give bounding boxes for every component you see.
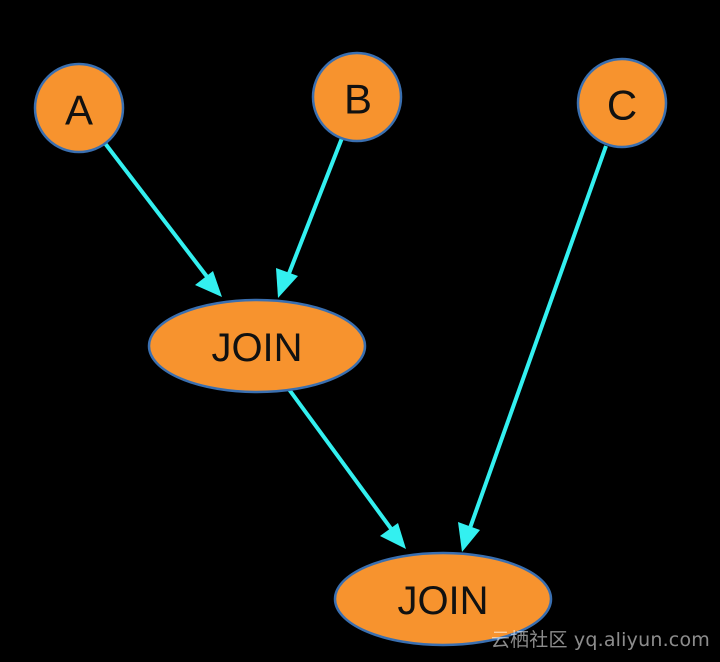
arrowhead-b-to-join <box>276 268 298 298</box>
edge-join-to-join <box>286 386 394 532</box>
arrowhead-c-to-join <box>458 522 480 552</box>
nodes: A B C JOIN JOIN <box>33 51 668 647</box>
node-a: A <box>33 62 125 154</box>
node-join-upper: JOIN <box>147 298 367 394</box>
node-b: B <box>311 51 403 143</box>
watermark: 云栖社区 yq.aliyun.com <box>490 629 710 651</box>
node-join-lower-label: JOIN <box>397 579 488 623</box>
node-join-upper-label: JOIN <box>211 326 302 370</box>
node-c: C <box>576 57 668 149</box>
node-b-label: B <box>344 76 372 123</box>
node-join-lower: JOIN <box>333 551 553 647</box>
node-a-label: A <box>65 87 93 134</box>
edge-b-to-join <box>286 137 344 277</box>
edge-a-to-join <box>102 140 210 280</box>
edge-c-to-join <box>468 145 608 529</box>
edges <box>102 137 608 552</box>
node-c-label: C <box>607 82 637 129</box>
arrowhead-a-to-join <box>195 271 222 297</box>
arrowhead-join-to-join <box>380 523 406 549</box>
